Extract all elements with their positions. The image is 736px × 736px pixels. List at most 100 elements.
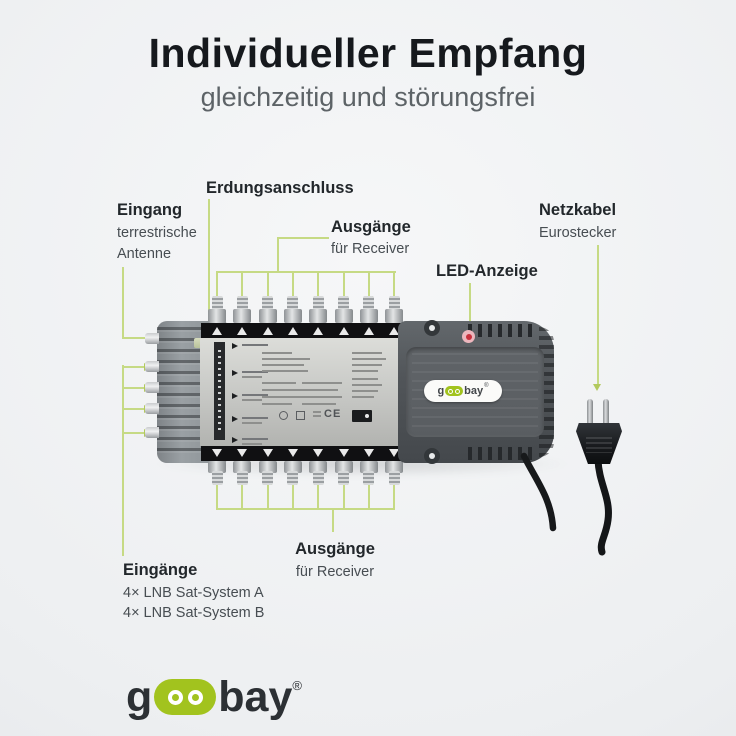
- label-ausgaenge-unten-sub: für Receiver: [295, 564, 375, 580]
- micro-text: [262, 403, 292, 405]
- f-connector-side: [145, 403, 159, 414]
- led-pointer-line: [469, 283, 471, 325]
- connector-nut: [309, 309, 328, 323]
- port-triangle-icon: [287, 449, 298, 457]
- micro-text: [313, 415, 321, 417]
- connector-nut: [309, 461, 328, 473]
- drop-line: [367, 272, 370, 296]
- port-triangle-icon: [363, 449, 374, 457]
- micro-text: [262, 370, 308, 372]
- micro-text: [242, 417, 268, 419]
- bottom-connector-strip: [201, 446, 411, 461]
- label-eingang-line2: Antenne: [117, 246, 172, 262]
- port-triangle-icon: [287, 327, 298, 335]
- label-eingaenge-line1: 4× LNB Sat-System A: [123, 585, 264, 601]
- top-connector-strip: [201, 323, 411, 338]
- port-triangle-icon: [262, 449, 273, 457]
- registered-mark: ®: [292, 678, 302, 693]
- branch-line: [122, 366, 144, 368]
- f-connector: [233, 461, 252, 485]
- erdung-pointer-line: [208, 199, 210, 338]
- micro-text: [242, 438, 268, 440]
- micro-text: [313, 411, 321, 413]
- port-triangle-icon: [338, 327, 349, 335]
- f-connector-side: [145, 361, 159, 372]
- micro-text: [352, 364, 382, 366]
- branch-line: [122, 432, 144, 434]
- brand-g: g: [437, 385, 445, 397]
- ausgaenge-unten-bracket: [216, 508, 395, 510]
- connector-thread: [388, 296, 400, 311]
- f-connector: [258, 461, 277, 485]
- ausgaenge-oben-bracket: [216, 271, 396, 273]
- connector-thread: [338, 296, 349, 311]
- connector-thread: [287, 471, 299, 485]
- connector-nut: [258, 461, 277, 473]
- label-erdungsanschluss: Erdungsanschluss: [206, 179, 354, 197]
- label-eingang-line1: terrestrische: [117, 225, 197, 241]
- logo-o: [455, 388, 461, 394]
- riser-line: [393, 485, 396, 509]
- connector-nut: [359, 461, 378, 473]
- riser-line: [216, 485, 218, 509]
- netzkabel-arrow-icon: [593, 384, 601, 391]
- port-triangle-icon: [237, 449, 248, 457]
- eingang-pointer-line: [122, 267, 124, 338]
- label-eingaenge: Eingänge: [123, 561, 198, 579]
- riser-line: [241, 485, 244, 509]
- logo-o: [448, 388, 454, 394]
- micro-text: [352, 390, 378, 392]
- eingang-pointer-line-h: [122, 337, 146, 339]
- label-ausgaenge-oben: Ausgänge: [331, 218, 411, 236]
- f-connector: [258, 296, 277, 323]
- connector-nut: [334, 461, 353, 473]
- connector-thread: [262, 296, 274, 311]
- branch-line: [122, 408, 144, 410]
- micro-text: [302, 389, 338, 391]
- connector-nut: [283, 309, 302, 323]
- ausgaenge-unten-stem: [332, 508, 334, 532]
- f-connector: [334, 461, 353, 485]
- port-triangle-icon: [338, 449, 349, 457]
- barcode-box: [352, 410, 372, 422]
- cert-circle-icon: [279, 411, 288, 420]
- drop-line: [216, 272, 218, 296]
- riser-line: [367, 485, 370, 509]
- device-brand-pill: g bay ®: [424, 380, 502, 402]
- ce-mark: CE: [324, 408, 342, 420]
- f-connector: [359, 296, 378, 323]
- port-triangle-icon: [389, 327, 400, 335]
- branch-line: [122, 387, 144, 389]
- page-title: Individueller Empfang: [148, 30, 588, 76]
- connector-nut: [334, 309, 353, 323]
- connector-thread: [262, 471, 274, 485]
- port-triangle-icon: [389, 449, 400, 457]
- logo-g: g: [126, 672, 153, 721]
- label-led-anzeige: LED-Anzeige: [436, 262, 538, 280]
- f-connector: [283, 296, 302, 323]
- micro-text: [242, 376, 262, 378]
- f-connector: [385, 296, 404, 323]
- connector-thread: [211, 296, 223, 311]
- micro-text: [302, 382, 342, 384]
- led-indicator: [462, 330, 475, 343]
- riser-line: [266, 485, 269, 509]
- cert-square-icon: [296, 411, 305, 420]
- micro-text: [262, 382, 296, 384]
- drop-line: [291, 272, 294, 296]
- label-eingaenge-line2: 4× LNB Sat-System B: [123, 605, 265, 621]
- label-ausgaenge-unten: Ausgänge: [295, 540, 375, 558]
- label-eingang: Eingang: [117, 201, 183, 219]
- micro-text: [352, 396, 374, 398]
- connector-nut: [385, 461, 404, 473]
- micro-text: [302, 396, 342, 398]
- input-marker-icon: [232, 370, 238, 376]
- label-ausgaenge-oben-sub: für Receiver: [331, 241, 410, 257]
- connector-nut: [233, 461, 252, 473]
- f-connector: [233, 296, 252, 323]
- label-netzkabel-sub: Eurostecker: [539, 225, 617, 241]
- connector-thread: [236, 296, 248, 311]
- riser-line: [342, 485, 345, 509]
- connector-nut: [258, 309, 277, 323]
